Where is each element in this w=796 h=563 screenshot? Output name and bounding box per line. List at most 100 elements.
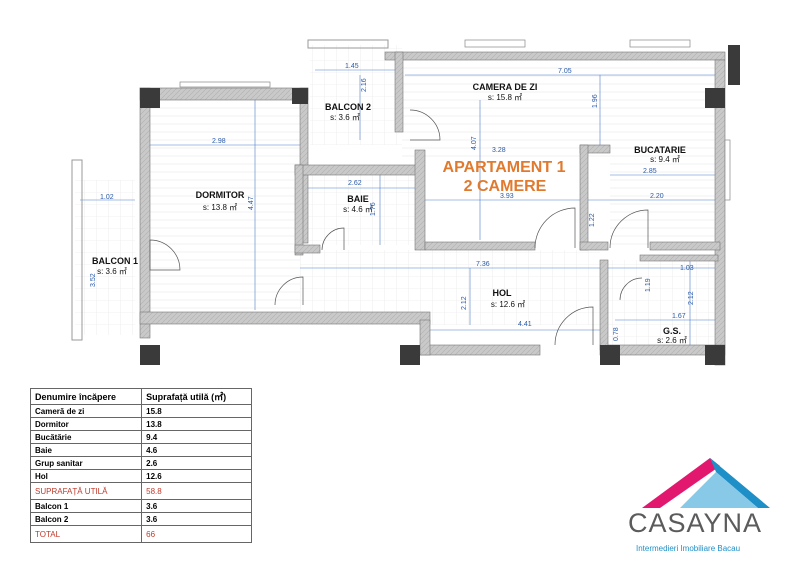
floor-plan: CAMERA DE ZI s: 15.8 ㎡ BUCATARIE s: 9.4 … — [71, 39, 740, 366]
row-name: Balcon 1 — [29, 499, 143, 513]
column-8 — [728, 45, 740, 85]
area-table: Denumire încăpere Suprafață utilă (㎡) Ca… — [29, 388, 252, 543]
dim-label: 1.19 — [645, 278, 652, 292]
area-camera-de-zi: s: 15.8 ㎡ — [488, 93, 522, 102]
roof-blue — [710, 458, 770, 508]
label-bucatarie: BUCATARIE — [634, 145, 686, 155]
door-bucatarie — [609, 209, 649, 249]
column-3 — [705, 88, 725, 108]
row-name: Dormitor — [29, 417, 143, 431]
dim-label: 3.52 — [90, 273, 97, 287]
row-value: 15.8 — [141, 404, 252, 418]
dim-label: 1.22 — [589, 213, 596, 227]
row-name: Grup sanitar — [29, 456, 143, 470]
area-balcon-1: s: 3.6 ㎡ — [97, 267, 127, 276]
wall-top-dormitor — [139, 87, 309, 101]
row-value: 4.6 — [141, 443, 252, 457]
area-dormitor: s: 13.8 ㎡ — [203, 203, 237, 212]
door-balcon-2 — [409, 109, 441, 141]
wall-baie-right — [414, 149, 426, 251]
dim-label: 0.78 — [613, 327, 620, 341]
wall-buc-vertical — [579, 144, 589, 251]
floor-gs — [605, 260, 715, 345]
row-name: Baie — [29, 443, 143, 457]
door-living — [534, 207, 576, 249]
dim-label: 2.85 — [643, 168, 657, 175]
dim-label: 3.93 — [500, 193, 514, 200]
total-value: 66 — [141, 525, 252, 543]
area-baie: s: 4.6 ㎡ — [343, 205, 373, 214]
row-value: 9.4 — [141, 430, 252, 444]
column-5 — [400, 345, 420, 365]
area-bucatarie: s: 9.4 ㎡ — [650, 155, 680, 164]
dim-label: 1.76 — [370, 202, 377, 216]
row-value: 12.6 — [141, 469, 252, 483]
column-4 — [140, 345, 160, 365]
door-entrance — [554, 306, 594, 346]
wall-bottom-dormitor — [139, 311, 431, 325]
table-header-row: Denumire încăpere Suprafață utilă (㎡) — [29, 388, 252, 405]
wall-baie-bottom — [294, 244, 321, 254]
wall-top-camera — [384, 51, 726, 61]
balcon-1-railing — [71, 159, 83, 341]
dim-label: 1.03 — [680, 265, 694, 272]
window-2 — [629, 39, 691, 48]
dim-label: 1.96 — [592, 94, 599, 108]
table-row: Cameră de zi 15.8 — [29, 404, 252, 418]
brand-tagline: Intermedieri Imobiliare Bacau — [636, 544, 741, 553]
balcon-2-railing — [307, 39, 389, 49]
area-hol: s: 12.6 ㎡ — [491, 300, 525, 309]
total-util-row: SUPRAFAȚĂ UTILĂ 58.8 — [29, 482, 252, 500]
wall-baie-left — [294, 164, 304, 256]
wall-gs-top — [639, 254, 719, 262]
wall-hol-right — [419, 319, 431, 356]
window-1 — [464, 39, 526, 48]
brand-name: CASAYNA — [628, 508, 763, 538]
wall-buc-bottom — [649, 241, 721, 251]
row-value: 13.8 — [141, 417, 252, 431]
label-gs: G.S. — [663, 326, 681, 336]
window-3 — [179, 81, 271, 88]
label-balcon-1: BALCON 1 — [92, 256, 138, 266]
wall-camera-left — [394, 51, 404, 133]
door-dormitor — [274, 276, 304, 306]
wall-left-dormitor — [139, 87, 151, 339]
area-gs: s: 2.6 ㎡ — [657, 336, 687, 345]
row-name: Balcon 2 — [29, 512, 143, 526]
row-value: 3.6 — [141, 499, 252, 513]
header-room: Denumire încăpere — [29, 388, 143, 405]
wall-gs-left — [599, 259, 609, 351]
row-name: Cameră de zi — [29, 404, 143, 418]
wall-mid-top2 — [579, 241, 609, 251]
label-baie: BAIE — [347, 194, 369, 204]
total-row: TOTAL 66 — [29, 525, 252, 543]
floor-balcon-2 — [310, 45, 402, 145]
dim-label: 2.12 — [461, 296, 468, 310]
row-value: 3.6 — [141, 512, 252, 526]
dim-label: 1.45 — [345, 63, 359, 70]
total-util-label: SUPRAFAȚĂ UTILĂ — [29, 482, 143, 500]
table-row: Grup sanitar 2.6 — [29, 456, 252, 470]
dim-label: 2.62 — [348, 180, 362, 187]
dim-label: 2.12 — [688, 291, 695, 305]
dim-label: 1.02 — [100, 194, 114, 201]
row-value: 2.6 — [141, 456, 252, 470]
dim-label: 4.47 — [248, 196, 255, 210]
dim-label: 2.98 — [212, 138, 226, 145]
label-camera-de-zi: CAMERA DE ZI — [473, 82, 538, 92]
row-name: Bucătărie — [29, 430, 143, 444]
wall-baie-top — [294, 164, 421, 176]
window-4 — [724, 139, 731, 201]
column-1 — [140, 88, 160, 108]
table-row: Baie 4.6 — [29, 443, 252, 457]
door-balcon-1 — [149, 239, 181, 271]
table-row: Balcon 1 3.6 — [29, 499, 252, 513]
dim-label: 2.20 — [650, 193, 664, 200]
plan-title-line-2: 2 CAMERE — [464, 178, 547, 195]
total-label: TOTAL — [29, 525, 143, 543]
dim-label: 3.28 — [492, 147, 506, 154]
label-dormitor: DORMITOR — [196, 190, 245, 200]
column-2 — [292, 88, 308, 104]
roof-magenta — [642, 458, 720, 508]
label-hol: HOL — [493, 288, 513, 298]
